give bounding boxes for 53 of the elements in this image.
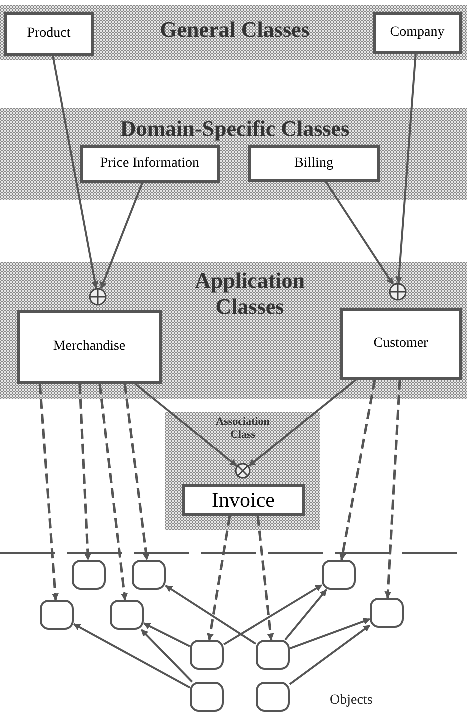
layer-band	[165, 412, 320, 530]
object-box	[256, 682, 290, 712]
class-name: Billing	[294, 154, 334, 172]
arrow	[140, 629, 194, 683]
object-box	[110, 600, 144, 630]
class-name: Product	[27, 25, 71, 43]
class-name: Invoice	[212, 486, 275, 514]
class-box	[17, 310, 162, 384]
object-box	[322, 560, 356, 590]
class-box	[80, 145, 220, 183]
arrow	[134, 383, 238, 467]
dashed-arrow	[256, 516, 274, 641]
arrow	[52, 56, 99, 289]
arrow	[290, 618, 371, 650]
arrow	[248, 379, 357, 467]
class-name: Merchandise	[53, 338, 126, 356]
dashed-arrow	[384, 380, 402, 599]
class-box	[182, 484, 305, 516]
object-box	[40, 600, 74, 630]
object-box	[190, 640, 224, 670]
object-box	[370, 598, 404, 628]
layer-band	[0, 5, 467, 60]
plus-circle	[389, 283, 407, 301]
plus-circle	[89, 288, 107, 306]
object-box	[256, 640, 290, 670]
arrow	[73, 623, 190, 689]
dashed-arrow	[339, 380, 376, 561]
layer-band	[0, 108, 467, 200]
class-box	[373, 12, 462, 54]
class-name: Customer	[374, 335, 428, 353]
dashed-arrow	[98, 384, 128, 601]
arrow	[223, 584, 323, 646]
arrow	[289, 624, 371, 686]
arrow	[396, 54, 417, 284]
dashed-arrow	[207, 516, 232, 641]
class-name: Company	[390, 24, 445, 42]
dashed-arrow	[124, 384, 150, 561]
class-box	[4, 12, 94, 56]
objects-label: Objects	[330, 692, 373, 710]
dashed-arrow	[78, 384, 92, 561]
band-heading: Association Class	[215, 416, 271, 442]
arrow	[284, 589, 328, 641]
times-circle	[235, 463, 251, 479]
class-box	[248, 145, 380, 182]
object-box	[190, 682, 224, 712]
dashed-arrow	[38, 384, 59, 601]
object-box	[132, 560, 166, 590]
object-box	[72, 560, 106, 590]
arrow	[165, 585, 257, 645]
class-name: Price Information	[100, 155, 200, 173]
class-box	[340, 308, 462, 380]
layer-band	[0, 262, 467, 399]
arrow	[143, 622, 190, 648]
